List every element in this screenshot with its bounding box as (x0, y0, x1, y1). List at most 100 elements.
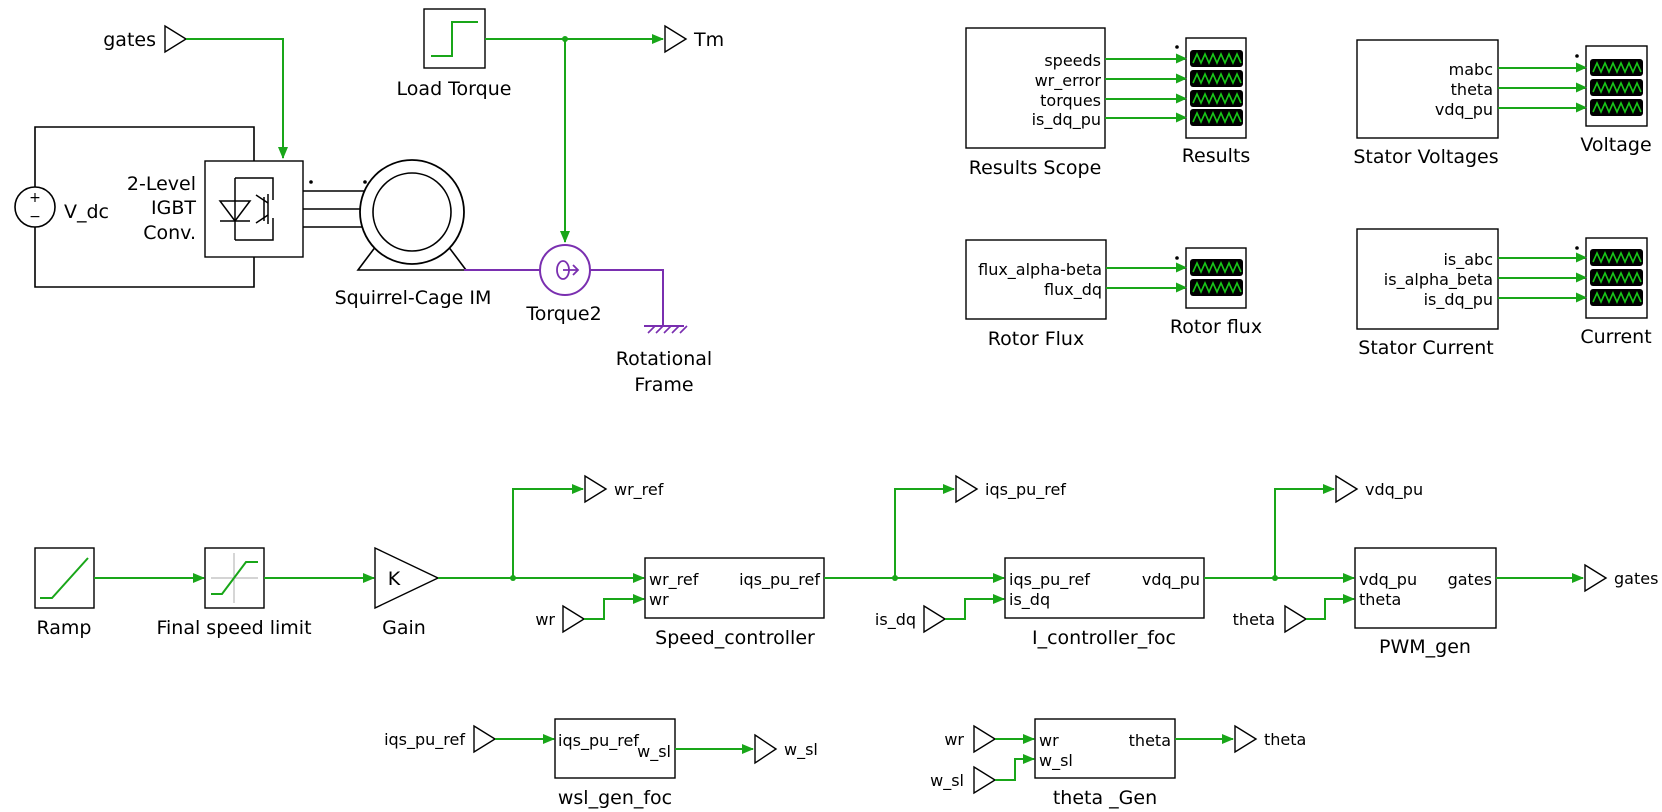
wsl-output-tag[interactable]: w_sl (754, 733, 818, 765)
converter-label-line2: IGBT (151, 197, 196, 219)
results-port-wr-error: wr_error (1035, 71, 1102, 91)
i-controller-block[interactable]: iqs_pu_ref is_dq vdq_pu I_controller_foc (1004, 557, 1205, 649)
pwm-in-vdq: vdq_pu (1359, 570, 1417, 590)
wr-ref-tag[interactable]: wr_ref (584, 474, 664, 504)
theta-gen-block[interactable]: wr w_sl theta theta _Gen (1034, 718, 1176, 809)
voltage-scope-title: Voltage (1580, 134, 1651, 156)
frame-label-line2: Frame (634, 374, 693, 396)
i-ctrl-out: vdq_pu (1142, 570, 1200, 590)
gain-block[interactable]: K Gain (374, 546, 440, 639)
frame-label-line1: Rotational (616, 348, 712, 370)
pwm-gen-block[interactable]: vdq_pu theta gates PWM_gen (1354, 547, 1497, 658)
voltage-input-arrow (1576, 62, 1587, 73)
current-wires (1498, 257, 1585, 299)
rotor-flux-input-arrow (1176, 262, 1187, 273)
vdq-pu-tag[interactable]: vdq_pu (1335, 474, 1423, 504)
frame-wire (590, 269, 664, 325)
results-wave-icon (1192, 92, 1242, 105)
voltage-port-theta: theta (1451, 80, 1493, 99)
wr-wire (584, 594, 645, 620)
wr-ref-tag-label: wr_ref (614, 480, 664, 500)
induction-motor[interactable]: Squirrel-Cage IM (335, 159, 492, 309)
motor-label: Squirrel-Cage IM (335, 287, 492, 309)
theta-gen-wr-label: wr (944, 730, 964, 749)
theta-gen-wsl-tag[interactable]: w_sl (930, 765, 997, 795)
rotational-frame[interactable]: Rotational Frame (616, 325, 712, 396)
igbt-symbol-icon (218, 177, 274, 241)
is-dq-input-tag[interactable]: is_dq (875, 604, 947, 634)
voltage-port-mabc: mabc (1449, 60, 1493, 79)
svg-text:−: − (29, 209, 41, 225)
load-torque-label: Load Torque (397, 78, 512, 100)
pwm-gen-label: PWM_gen (1379, 636, 1471, 658)
dc-source-icon (14, 186, 56, 228)
speed-ctrl-out: iqs_pu_ref (739, 570, 820, 590)
flux-port-alpha-beta: flux_alpha-beta (978, 260, 1102, 280)
voltage-wires (1498, 67, 1585, 109)
speed-controller-block[interactable]: wr_ref wr iqs_pu_ref Speed_controller (644, 557, 825, 649)
theta-gen-wsl-wire (995, 754, 1035, 781)
torque-source-label: Torque2 (525, 303, 601, 325)
results-scope-block[interactable]: speeds wr_error torques is_dq_pu Results… (965, 27, 1106, 179)
current-wave-icon (1592, 251, 1642, 264)
results-input-arrow (1176, 73, 1187, 84)
voltage-input-arrow (1576, 102, 1587, 113)
voltage-wave-icon (1592, 81, 1642, 94)
iqs-branch-wire (894, 484, 955, 578)
tm-tag-label: Tm (693, 29, 724, 51)
current-scope-title: Current (1580, 326, 1651, 348)
rotor-flux-block[interactable]: flux_alpha-beta flux_dq Rotor Flux (965, 239, 1107, 350)
wsl-iqs-input-tag[interactable]: iqs_pu_ref (384, 724, 497, 754)
igbt-converter-block[interactable] (204, 160, 313, 258)
i-ctrl-in-iqs: iqs_pu_ref (1009, 570, 1090, 590)
results-wave-icon (1192, 72, 1242, 85)
saturation-icon (211, 561, 258, 595)
speed-ctrl-in-wr: wr (649, 590, 669, 609)
step-icon (431, 21, 478, 57)
rotor-flux-input-arrow (1176, 282, 1187, 293)
vdq-branch-wire (1274, 484, 1335, 578)
dc-source[interactable]: + − V_dc (14, 126, 255, 288)
theta-tag-label: theta (1233, 610, 1275, 629)
wsl-iqs-tag-label: iqs_pu_ref (384, 730, 465, 750)
wr-input-tag[interactable]: wr (535, 604, 586, 634)
tm-output-tag[interactable]: Tm (664, 24, 724, 54)
theta-output-tag[interactable]: theta (1234, 724, 1306, 754)
theta-gen-wr-tag[interactable]: wr (944, 724, 997, 754)
is-dq-tag-label: is_dq (875, 610, 916, 630)
ramp-icon (40, 557, 89, 599)
torque-source[interactable]: Torque2 (525, 244, 602, 325)
results-wave-icon (1192, 52, 1242, 65)
ramp-block[interactable]: Ramp (34, 547, 95, 639)
results-input-arrow (1176, 112, 1187, 123)
theta-input-tag[interactable]: theta (1233, 604, 1308, 634)
results-port-speeds: speeds (1044, 51, 1101, 70)
wsl-gen-label: wsl_gen_foc (558, 787, 672, 809)
current-port-is-dq-pu: is_dq_pu (1424, 290, 1493, 310)
speed-controller-label: Speed_controller (655, 627, 815, 649)
ramp-label: Ramp (37, 617, 92, 639)
gain-symbol: K (388, 568, 401, 590)
theta-gen-in-wr: wr (1039, 731, 1059, 750)
gates-output-tag[interactable]: gates (1584, 563, 1658, 593)
rotor-flux-wave-icon (1192, 261, 1242, 274)
results-input-arrow (1176, 93, 1187, 104)
rotor-flux-scope[interactable]: Rotor flux (1170, 247, 1262, 338)
speed-limit-block[interactable]: Final speed limit (156, 547, 312, 639)
theta-out-tag-label: theta (1264, 730, 1306, 749)
gates-tag-label: gates (103, 29, 156, 51)
gates-out-tag-label: gates (1614, 569, 1658, 588)
gates-input-tag[interactable]: gates (103, 24, 188, 54)
results-scope-label: Results Scope (969, 157, 1102, 179)
current-port-is-alpha-beta: is_alpha_beta (1384, 270, 1493, 290)
theta-gen-label: theta _Gen (1053, 787, 1157, 809)
stator-current-block[interactable]: is_abc is_alpha_beta is_dq_pu Stator Cur… (1356, 228, 1499, 359)
svg-text:+: + (29, 190, 41, 206)
stator-voltages-block[interactable]: mabc theta vdq_pu Stator Voltages (1353, 39, 1499, 168)
wsl-gen-block[interactable]: iqs_pu_ref w_sl wsl_gen_foc (554, 718, 676, 809)
load-torque-step[interactable]: Load Torque (397, 8, 512, 100)
flux-wires (1106, 267, 1185, 289)
current-input-arrow (1576, 252, 1587, 263)
iqs-pu-ref-tag[interactable]: iqs_pu_ref (955, 474, 1066, 504)
gain-label: Gain (382, 617, 426, 639)
